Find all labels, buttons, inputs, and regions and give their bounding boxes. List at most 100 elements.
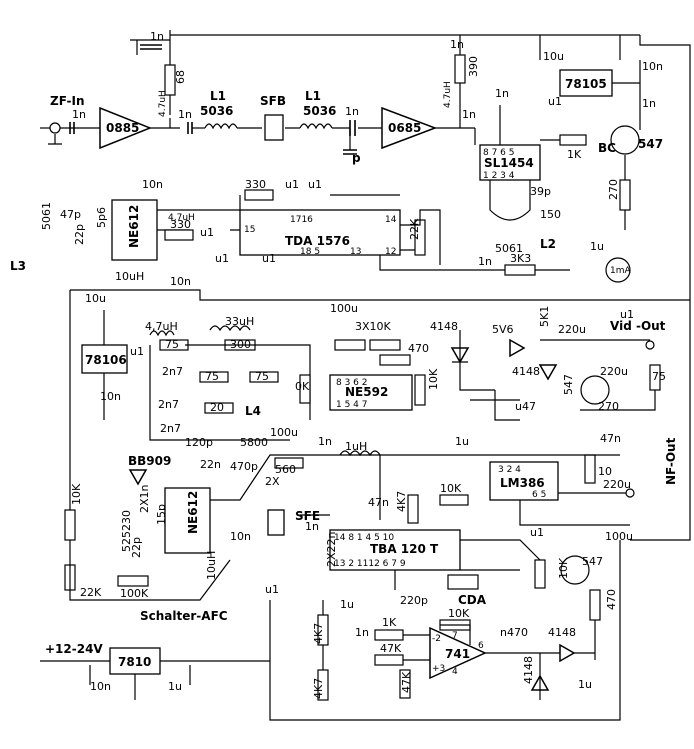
op-pin-minus: -2: [432, 634, 441, 644]
c-u1-tdar-label: u1: [262, 252, 276, 265]
pot-22k-label: 22K: [408, 218, 421, 240]
ic-7810: [109, 647, 161, 675]
op-pin-out: 6: [478, 641, 484, 651]
tda-pin-18: 18 5: [300, 247, 320, 257]
c-2x22n-label: 2X22n: [325, 531, 338, 567]
r-470-aud-label: 470: [605, 589, 618, 610]
transistor-547-vid: [580, 375, 610, 405]
c-22p-l3-label: 22p: [73, 224, 86, 245]
c-u1-lm-label: u1: [530, 526, 544, 539]
ic-lm386-label: LM386: [500, 476, 545, 490]
c-sl-label: 1n: [495, 87, 509, 100]
c-u1-vid-label: u1: [620, 308, 634, 321]
l3-label: L3: [10, 259, 26, 273]
pot-10k-tba[interactable]: [534, 559, 546, 589]
op-pin-7: 7: [452, 631, 458, 641]
d-4148-b-label: 4148: [512, 365, 540, 378]
r-47k-op-b-label: 47K: [400, 671, 413, 693]
l-4u7h-1-label: 4.7uH: [158, 90, 168, 117]
op-pin-plus: +3: [432, 664, 445, 674]
r-75-b: [199, 371, 229, 383]
c-220u-vid-label: 220u: [558, 323, 586, 336]
c-l1out-label: 1n: [345, 105, 359, 118]
d-4148-d-label: 4148: [522, 656, 535, 684]
l-47uh-vid-label: 4,7uH: [145, 320, 178, 333]
bb909-label: BB909: [128, 454, 171, 468]
t-547-vid-label: 547: [562, 374, 575, 395]
ic-tda1576-label: TDA 1576: [285, 234, 350, 248]
ic-tda1576: [239, 209, 401, 256]
r-390-label: 390: [467, 56, 480, 77]
r-3k3: [504, 264, 536, 276]
c-47n-lm-label: 47n: [600, 432, 621, 445]
c-u1-top-label: u1: [548, 95, 562, 108]
ic-ne612-top: [111, 199, 158, 261]
r-3x10k-a: [334, 339, 366, 351]
c-1n-aud-label: 1n: [318, 435, 332, 448]
l1-b-val: 5036: [303, 104, 336, 118]
c-22p-bot-label: 22p: [130, 537, 143, 558]
r-330-a: [244, 189, 274, 201]
ic-ne612-bottom: [164, 487, 211, 554]
r-10-lm-label: 10: [598, 465, 612, 478]
r-3x10k-label: 3X10K: [355, 320, 392, 333]
l-47uh-label: 4,7uH: [168, 213, 195, 223]
r-22k-afc-label: 22K: [80, 586, 102, 599]
zf-in-connector[interactable]: [40, 122, 62, 145]
t-547-aud-label: 547: [582, 555, 603, 568]
ic-78106-label: 78106: [85, 353, 127, 367]
c-u47-label: u47: [515, 400, 536, 413]
bc547-val: 547: [638, 137, 663, 151]
sfb-label: SFB: [260, 94, 286, 108]
ic-ne592: [329, 374, 413, 411]
l1-a-label: L1: [210, 89, 226, 103]
amp-0885: [99, 106, 153, 150]
r-68: [164, 64, 176, 96]
c-100u-lm-label: 100u: [605, 530, 633, 543]
l-525230-label: 525230: [120, 510, 133, 552]
ic-tba120: [329, 529, 461, 571]
filter-cda: [447, 574, 479, 590]
l1-b-label: L1: [305, 89, 321, 103]
ic-sl1454: [479, 144, 541, 181]
coil-l1-b: [299, 123, 333, 130]
r-20-label: 20: [210, 401, 224, 414]
l-10uh-top-label: 10uH: [115, 270, 144, 283]
r-270-top: [619, 179, 631, 211]
sl-top-pins: 8 7 6 5: [483, 148, 515, 158]
c-2x-label: 2X: [265, 475, 280, 488]
ic-tba120-label: TBA 120 T: [370, 542, 439, 556]
bc-label: BC: [598, 141, 616, 155]
sl-bot-pins: 1 2 3 4: [483, 171, 515, 181]
c-u1-sfe-label: u1: [265, 583, 279, 596]
amp-0885-label: 0885: [106, 121, 139, 135]
r-75-vid-label: 75: [652, 370, 666, 383]
r-470-ne: [379, 354, 411, 366]
c-470p-label: 470p: [230, 460, 258, 473]
c-u1-ne-label: u1: [200, 226, 214, 239]
c-10n-tr-label: 10n: [642, 60, 663, 73]
nf-out-label: NF-Out: [664, 437, 678, 485]
pot-10k-ne[interactable]: [414, 374, 426, 406]
tda-pin-13: 13: [350, 247, 361, 257]
c-100u-ne592-label: 100u: [330, 302, 358, 315]
opamp-741-label: 741: [445, 647, 470, 661]
cda-label: CDA: [458, 593, 487, 607]
ic-ne592-label: NE592: [345, 385, 388, 399]
r-3x10k-b: [369, 339, 401, 351]
tba-bot-pins: 13 2 1112 6 7 9: [334, 559, 406, 569]
c-47n-tba-label: 47n: [368, 496, 389, 509]
c-top1: [140, 44, 162, 50]
c-100u-vid-label: 100u: [270, 426, 298, 439]
diode-4148-b: [538, 364, 558, 381]
lm386-bot-pins: 6 5: [532, 490, 546, 500]
r-100k-afc: [117, 575, 149, 587]
vid-out-connector[interactable]: [645, 340, 655, 350]
tda-pin-14: 14: [385, 215, 397, 225]
meter-label: 1mA: [610, 266, 631, 276]
r-560-label: 560: [275, 463, 296, 476]
filter-sfb: [264, 114, 284, 141]
c-39p-label: 39p: [530, 185, 551, 198]
c-amp2out-label: 1n: [462, 108, 476, 121]
